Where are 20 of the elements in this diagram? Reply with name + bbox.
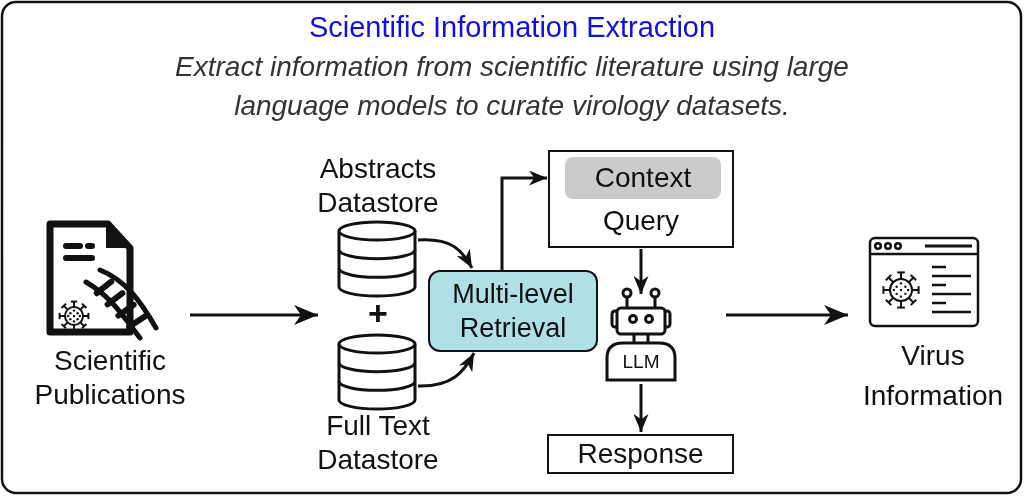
- arrow: [417, 238, 474, 269]
- process-box: Multi-level Retrieval: [428, 270, 598, 352]
- query-box: [548, 150, 734, 248]
- node-label: Full Text Datastore: [316, 409, 440, 477]
- arrow: [633, 249, 649, 294]
- context-tag: Context: [565, 157, 721, 199]
- arrow: [500, 170, 547, 270]
- arrow: [418, 352, 476, 388]
- node-label: Scientific Publications: [33, 344, 187, 412]
- arrow: [633, 384, 649, 432]
- arrow: [190, 305, 318, 325]
- node-label: Virus Information: [861, 339, 1005, 413]
- node-label: Query: [601, 204, 681, 238]
- arrow: [726, 305, 848, 325]
- node-label: Abstracts Datastore: [316, 152, 440, 220]
- caption: Extract information from scientific literature using large language models to curate virology datasets.: [174, 50, 850, 123]
- process-box: Response: [547, 434, 734, 474]
- robot-label: LLM: [621, 350, 661, 374]
- plus-sign: +: [367, 296, 389, 330]
- title: Scientific Information Extraction: [307, 10, 717, 44]
